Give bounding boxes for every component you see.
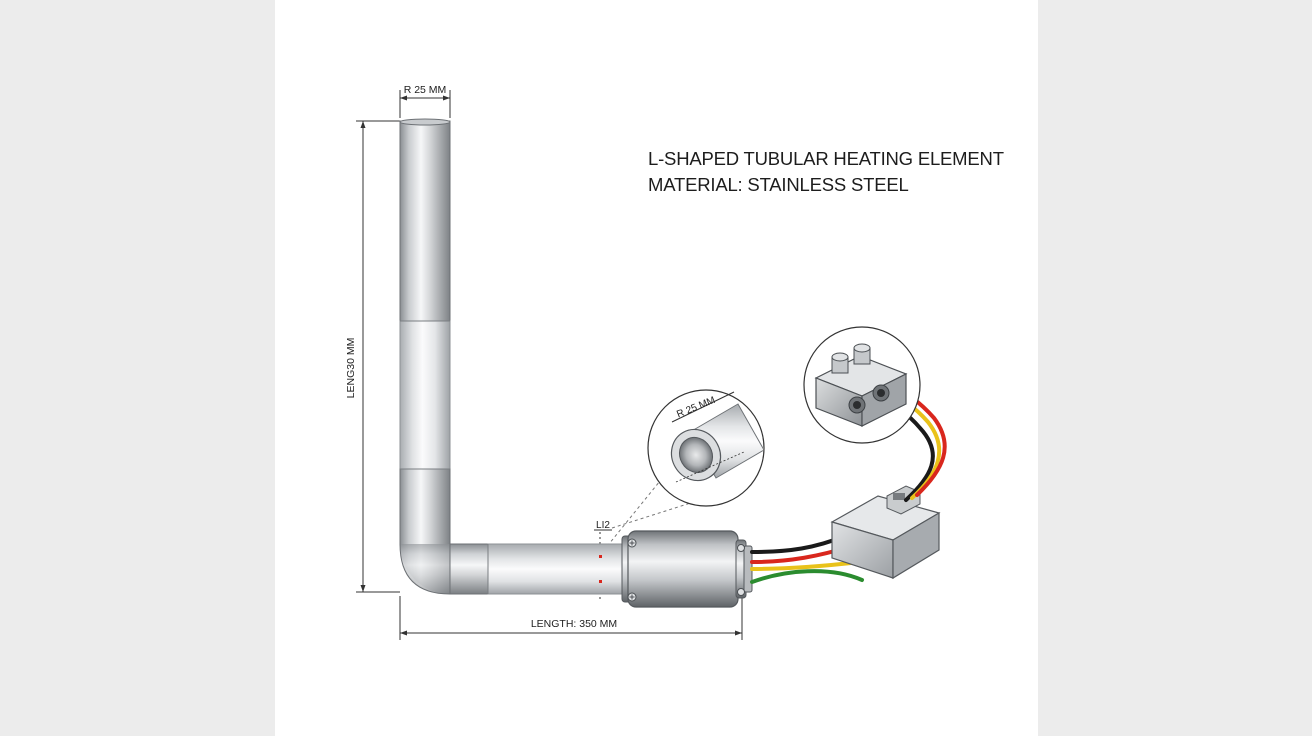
nut-icon: [831, 352, 849, 362]
screw-icon: [737, 588, 745, 596]
horizontal-length-label: LENGTH: 350 MM: [531, 618, 617, 630]
right-margin: [1038, 0, 1312, 736]
junction-box: [830, 485, 941, 580]
dimension-lines: [356, 90, 743, 640]
tube-vertical-section: [399, 320, 451, 470]
screw-icon: [737, 544, 745, 552]
small-mark-label: LI2: [596, 520, 610, 531]
mark-red-top: [599, 555, 602, 558]
tube-section-detail: R 25 MM: [647, 389, 765, 507]
tube-elbow-outer: [399, 543, 451, 595]
mark-red-bottom: [599, 580, 602, 583]
vertical-length-label: LENG30 MM: [345, 338, 357, 399]
tube-horizontal-start: [449, 543, 489, 595]
material-note: MATERIAL: STAINLESS STEEL: [648, 174, 909, 195]
arrowheads: [360, 95, 742, 636]
top-radius-label: R 25 MM: [404, 84, 447, 96]
tube-vertical-upper: [399, 120, 451, 322]
tube-vertical-lower: [399, 468, 451, 546]
heating-tube: [399, 118, 629, 595]
terminal-fitting: [621, 530, 753, 608]
terminal-detail: [803, 326, 921, 444]
drawing-title: L-SHAPED TUBULAR HEATING ELEMENT: [648, 148, 1004, 169]
tube-horizontal-section: [487, 543, 629, 595]
left-margin: [0, 0, 275, 736]
title-block: L-SHAPED TUBULAR HEATING ELEMENT MATERIA…: [648, 146, 1008, 198]
nut-icon: [853, 343, 871, 353]
fitting-body: [627, 530, 739, 608]
tube-end-cap: [399, 118, 451, 126]
wire-black: [750, 534, 847, 554]
wire-green: [750, 569, 864, 584]
